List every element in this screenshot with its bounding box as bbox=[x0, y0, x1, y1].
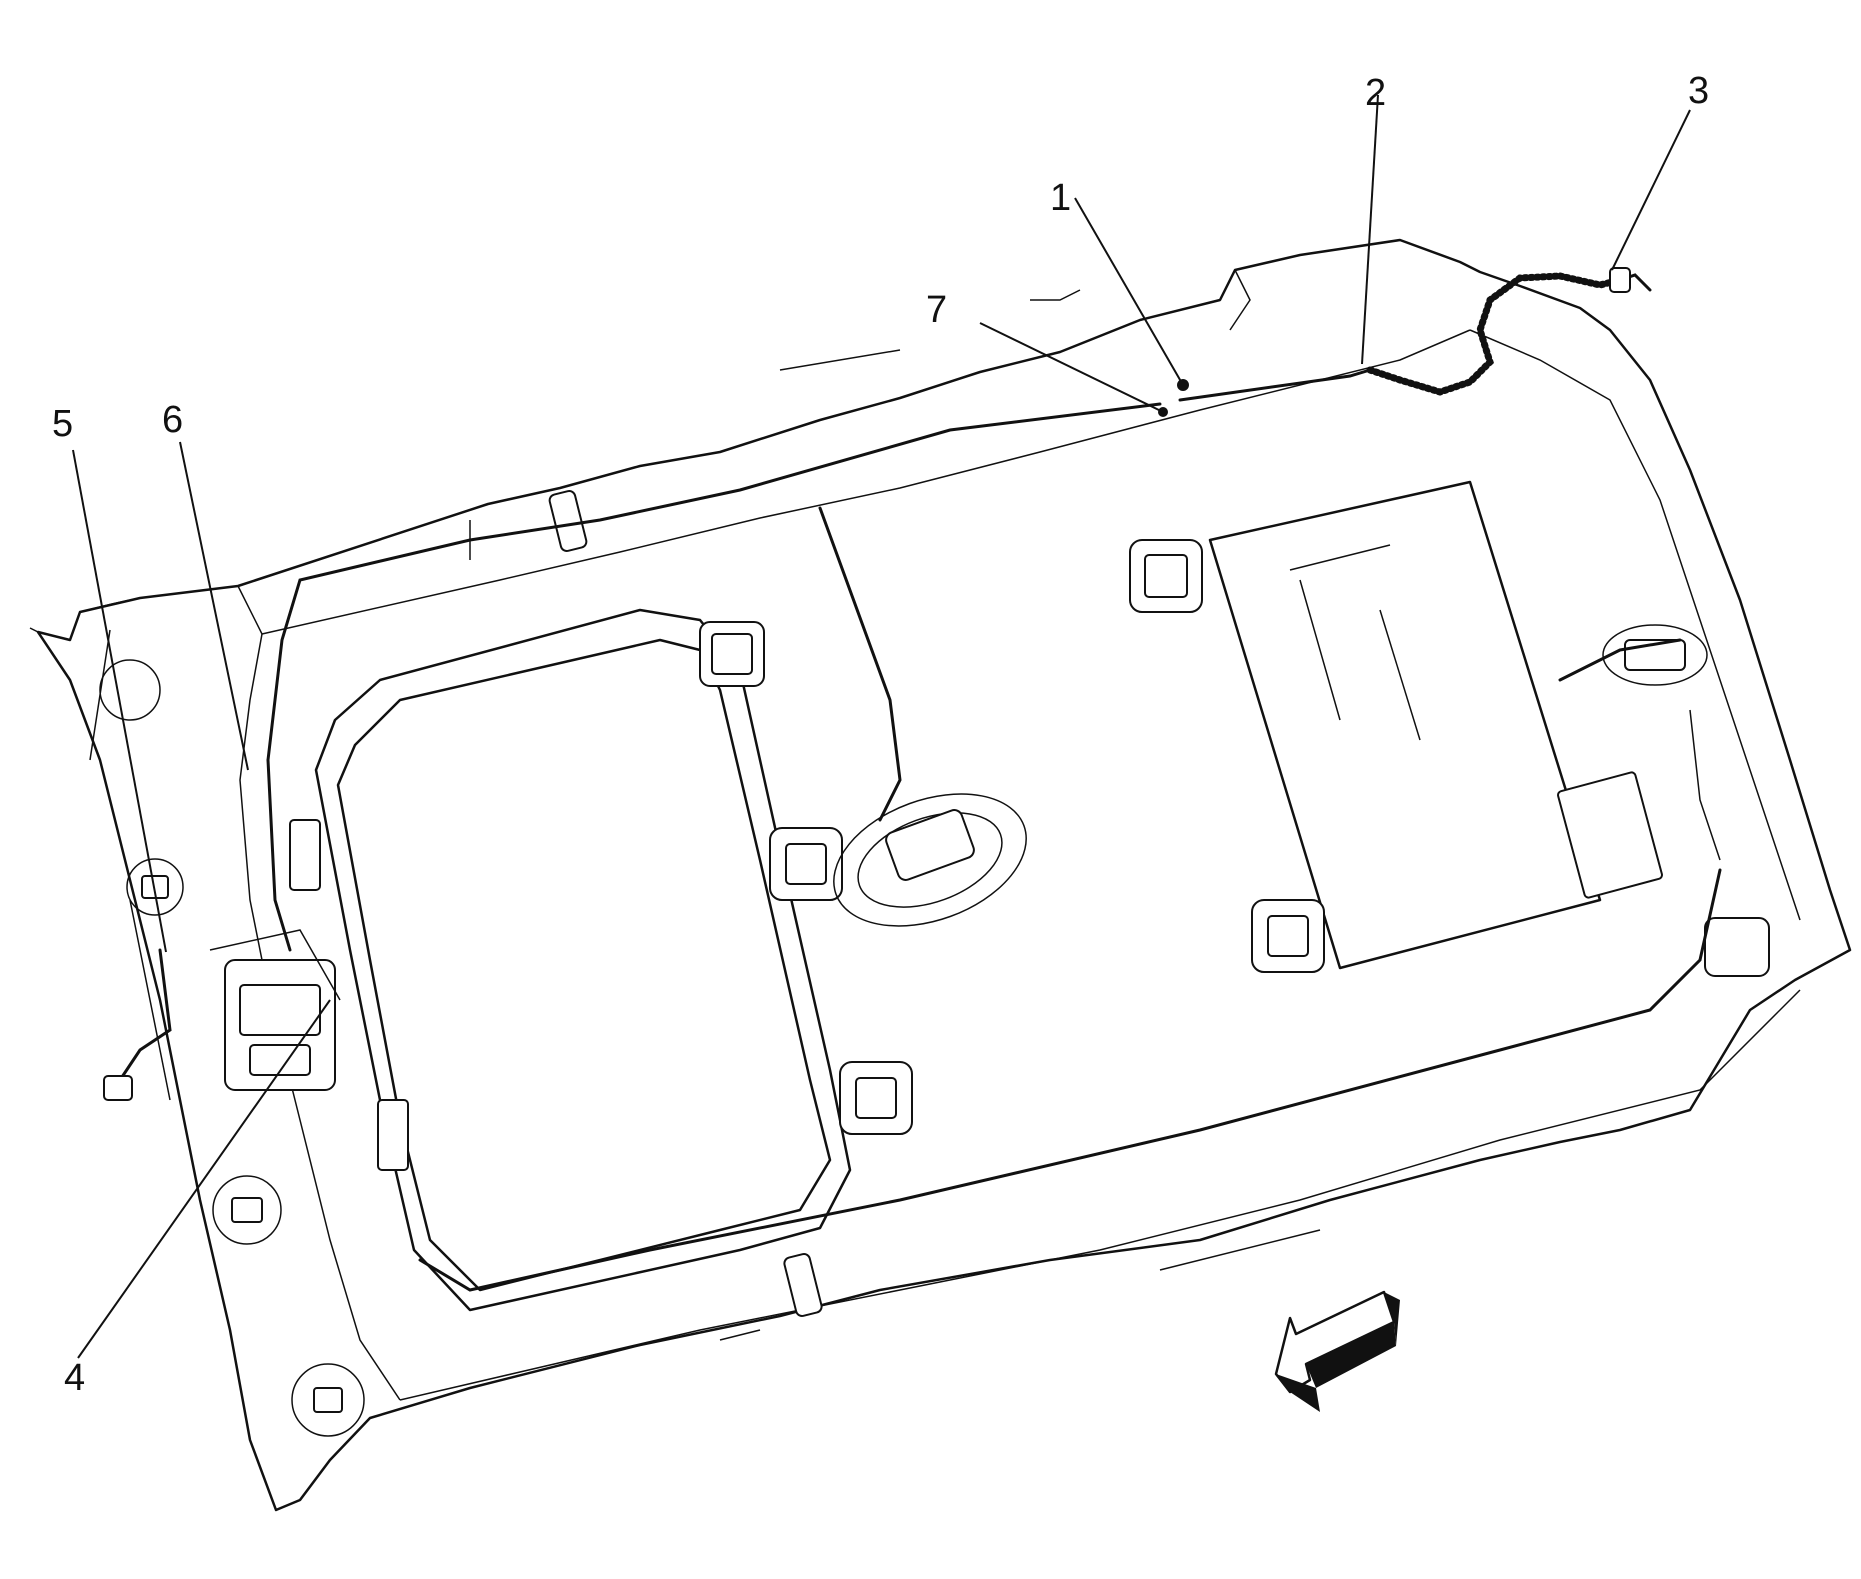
mounting-pad bbox=[1251, 899, 1325, 973]
roof-harness bbox=[103, 267, 1722, 1292]
leader-2 bbox=[1361, 94, 1379, 365]
callout-2: 2 bbox=[1365, 72, 1386, 114]
dome-lamp bbox=[833, 793, 1027, 927]
leader-lines bbox=[72, 94, 1691, 1359]
overhead-console bbox=[209, 929, 341, 1091]
coat-hooks bbox=[99, 659, 365, 1437]
callout-3: 3 bbox=[1688, 70, 1709, 112]
callout-labels: 1 2 3 4 5 6 7 bbox=[52, 70, 1709, 1399]
leader-5 bbox=[72, 449, 167, 953]
mounting-pad bbox=[1129, 539, 1203, 613]
mounting-pad bbox=[839, 1061, 913, 1135]
callout-6: 6 bbox=[162, 399, 183, 441]
mounting-pads bbox=[699, 539, 1325, 1135]
sunroof-opening bbox=[314, 608, 852, 1312]
leader-7 bbox=[979, 322, 1164, 413]
leader-3 bbox=[1611, 109, 1691, 271]
mounting-pad bbox=[769, 827, 843, 901]
callout-7: 7 bbox=[926, 289, 947, 331]
rear-roof-panel bbox=[1208, 480, 1602, 970]
rear-lamps bbox=[1557, 624, 1770, 977]
leader-4 bbox=[77, 999, 331, 1359]
leader-1 bbox=[1074, 197, 1184, 386]
mounting-pad bbox=[699, 621, 765, 687]
callout-1: 1 bbox=[1050, 177, 1071, 219]
trim-details bbox=[89, 289, 1321, 1341]
front-arrow-icon bbox=[1274, 1290, 1400, 1412]
callout-4: 4 bbox=[64, 1357, 85, 1399]
sunvisor-brackets bbox=[289, 819, 409, 1171]
callout-5: 5 bbox=[52, 403, 73, 445]
leader-6 bbox=[179, 441, 249, 771]
